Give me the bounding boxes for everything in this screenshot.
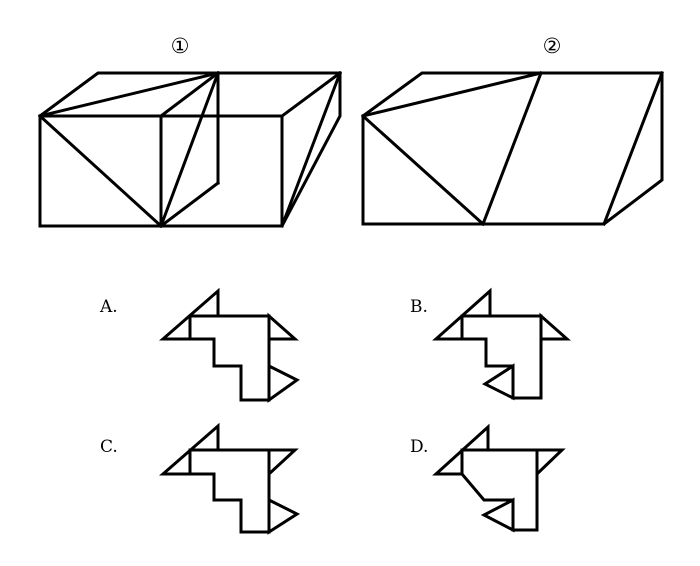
figure-2-shape	[360, 71, 664, 227]
option-b-net	[432, 287, 571, 401]
option-b-label: B.	[410, 297, 428, 317]
option-a-net	[159, 287, 300, 403]
option-c-top-right-flap	[267, 448, 299, 478]
figure-1-box	[37, 70, 343, 229]
figure-1-side-diagonal	[280, 71, 342, 228]
option-a-top-right-flap	[267, 312, 299, 341]
option-d-net	[432, 423, 566, 533]
option-b-bottom-left-flap	[481, 363, 515, 401]
figure-1-label: ①	[171, 34, 190, 58]
option-a-label: A.	[99, 297, 118, 317]
figure-2-label: ②	[543, 34, 562, 58]
option-c-net	[159, 422, 301, 535]
figure-2-top-diagonal	[361, 71, 543, 118]
figure-1-front-diagonal	[37, 113, 164, 229]
figure-2-outline	[361, 71, 664, 226]
option-d-bottom-left-flap	[480, 497, 515, 533]
option-b-top-right-flap	[539, 312, 571, 341]
figure-2-front-diagonal	[360, 113, 486, 227]
option-c-body	[159, 422, 271, 534]
option-d-label: D.	[410, 437, 428, 457]
option-a-bottom-right-flap	[267, 363, 300, 403]
option-c-bottom-right-flap	[267, 497, 301, 535]
figure-1-top-right-edge	[279, 70, 343, 119]
figure-1-inner-diagonal-b	[158, 180, 221, 229]
option-d-top-right-flap	[535, 448, 566, 478]
figure-2-right-diagonal	[602, 71, 664, 226]
option-c-label: C.	[100, 437, 118, 457]
figure-1-inner-diagonal-a	[159, 71, 220, 228]
option-a-body	[159, 287, 271, 402]
option-b-body	[432, 287, 543, 400]
figure-1-top-divider	[158, 70, 221, 119]
figure-1-top-diagonal	[38, 71, 220, 118]
figure-2-middle-diagonal	[481, 71, 543, 226]
